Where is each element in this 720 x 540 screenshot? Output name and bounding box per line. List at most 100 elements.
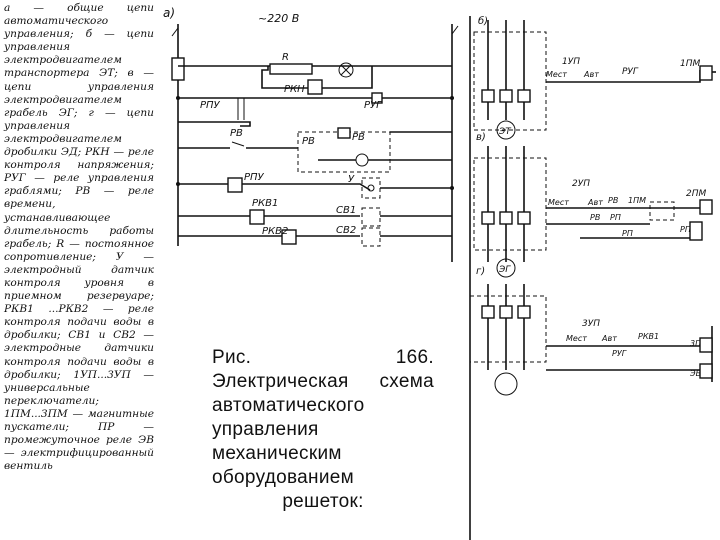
panel-b-letter: б) <box>478 15 488 27</box>
rkn-loop <box>261 66 373 89</box>
panel-v-phases <box>487 146 525 262</box>
caption-text: Рис. 166. Электрическая схема автоматиче… <box>212 347 434 512</box>
rake-motor-label: ЭГ <box>498 265 511 275</box>
panel-v-mest-label: Мест <box>548 198 569 207</box>
panel-v-rp-coil-label: РП <box>680 225 691 234</box>
legend-text: а — общие цепи автоматического управлени… <box>4 2 154 473</box>
panel-v-starter-coil <box>699 199 713 215</box>
panel-v-rp-coil <box>689 221 703 241</box>
panel-b-starter-coil <box>699 65 713 81</box>
panel-v-letter: в) <box>476 132 486 143</box>
rpu-contact-label: РПУ <box>200 100 221 111</box>
rpu-coil <box>227 177 243 193</box>
signal-lamp <box>338 62 354 78</box>
panel-g-mest-label: Мест <box>566 334 587 343</box>
rv-coil <box>337 127 351 139</box>
panel-v-rv-b-label: РВ <box>590 213 600 222</box>
sv2-sensor <box>361 227 381 247</box>
thermal-relay <box>499 305 513 319</box>
rv-contact-blade <box>231 141 245 147</box>
junction <box>450 96 454 100</box>
rkn-label: РКН <box>284 84 305 95</box>
sv1-label: СВ1 <box>336 205 356 216</box>
panel-v-starter-label: 2ПМ <box>686 189 706 199</box>
rpu-contact <box>237 98 245 120</box>
rkv1-label: РКВ1 <box>252 198 278 209</box>
rkv2-coil <box>281 229 297 245</box>
timer-motor <box>355 153 369 167</box>
thermal-relay <box>499 89 513 103</box>
junction <box>176 96 180 100</box>
panel-v-rp-a-label: РП <box>610 213 621 222</box>
panel-b: б) ЭТ 1УП Мест Авт РУГ 1ПМ <box>469 15 716 540</box>
thermal-relay <box>481 211 495 225</box>
panel-b-avt-label: Авт <box>583 70 599 79</box>
panel-v-rp-b-label: РП <box>622 229 633 238</box>
conveyor-motor <box>496 120 516 140</box>
supply-voltage-label: ~220 В <box>258 12 299 25</box>
rv-contact-label: РВ <box>230 128 243 139</box>
sv1-sensor <box>361 207 381 227</box>
crusher-motor <box>494 372 518 396</box>
thermal-relay <box>517 211 531 225</box>
rkn-coil <box>307 79 323 95</box>
panel-g-switch-label: 3УП <box>582 319 600 329</box>
thermal-relay <box>517 89 531 103</box>
panel-g-rug-label: РУГ <box>612 349 627 358</box>
sv2-label: СВ2 <box>336 225 356 236</box>
thermal-relay <box>481 89 495 103</box>
rpu-coil-line <box>178 183 371 191</box>
resistor-label: R <box>282 52 289 63</box>
junction <box>450 186 454 190</box>
rkv2-label: РКВ2 <box>262 226 288 237</box>
conveyor-motor-label: ЭТ <box>498 127 512 137</box>
supply-terminal-mark <box>171 27 179 37</box>
panel-g-starter-label: 3ПМ <box>690 339 708 348</box>
rake-motor <box>496 258 516 278</box>
figure-legend: а — общие цепи автоматического управлени… <box>4 2 154 473</box>
level-sensor <box>361 177 381 199</box>
fuse <box>171 57 185 81</box>
rug-coil-label: РУГ <box>364 100 383 111</box>
panel-a: а) ~220 В R РКН РПУ РУГ РВ РВ <box>163 6 459 262</box>
rug-coil <box>371 92 383 104</box>
panel-b-switch-label: 1УП <box>562 57 580 67</box>
panel-g-valve-coil <box>699 363 713 379</box>
rv-line <box>178 121 251 127</box>
panel-v-switch-label: 2УП <box>572 179 590 189</box>
panel-a-letter: а) <box>163 6 175 20</box>
panel-v: в) ЭГ 2УП Мест Авт РВ 1ПМ РВ РП РП 2ПМ Р… <box>473 132 713 278</box>
panel-v-rv-label: РВ <box>608 196 618 205</box>
panel-b-phases <box>487 20 525 120</box>
panel-g-rkv-label: РКВ1 <box>638 332 659 341</box>
panel-g-control-lines <box>546 345 700 371</box>
panel-b-mest-label: Мест <box>546 70 567 79</box>
panel-g-starter-box <box>469 295 547 363</box>
level-sensor-electrode <box>367 184 375 192</box>
panel-g-starter-coil <box>699 337 713 353</box>
panel-g-avt-label: Авт <box>601 334 617 343</box>
thermal-relay <box>499 211 513 225</box>
panel-g-letter: г) <box>476 266 485 277</box>
panel-v-interlock-box <box>649 201 675 221</box>
level-sensor-label: У <box>348 174 355 185</box>
panel-v-starter-box <box>473 157 547 251</box>
thermal-relay <box>517 305 531 319</box>
panel-v-pm1-label: 1ПМ <box>628 196 646 205</box>
resistor-r <box>269 63 313 75</box>
panel-g-valve-label: ЭВ <box>689 369 701 378</box>
rkv1-coil <box>249 209 265 225</box>
panel-v-avt-label: Авт <box>587 198 603 207</box>
rpu-coil-label: РПУ <box>244 172 265 183</box>
panel-g-phases <box>487 284 525 370</box>
panel-g: г) 3УП Мест Авт РКВ1 РУГ 3ПМ ЭВ <box>469 266 713 396</box>
rv-coil-label: РВ <box>302 136 315 147</box>
junction <box>176 182 180 186</box>
figure-caption: Рис. 166. Электрическая схема автоматиче… <box>212 346 434 514</box>
rkn-branch <box>261 66 269 84</box>
rv-relay-label: РВ <box>352 132 365 143</box>
panel-b-starter-label: 1ПМ <box>680 59 700 69</box>
signal-lamp-cross <box>340 64 352 76</box>
panel-b-starter-box <box>473 31 547 131</box>
